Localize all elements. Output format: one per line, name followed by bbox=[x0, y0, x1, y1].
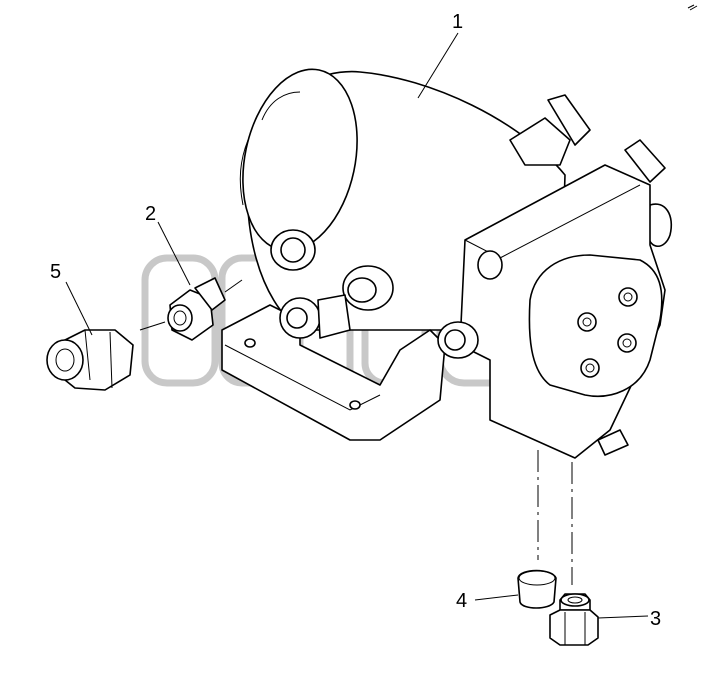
callout-1: 1 bbox=[452, 11, 463, 33]
callout-3: 3 bbox=[650, 608, 661, 630]
corner-mark bbox=[687, 4, 698, 11]
fitting-part-2 bbox=[167, 277, 226, 341]
callout-5: 5 bbox=[50, 261, 61, 283]
fitting-part-3 bbox=[549, 593, 599, 646]
elbow-nut-part-5 bbox=[46, 329, 134, 391]
callout-2: 2 bbox=[145, 203, 156, 225]
callout-4: 4 bbox=[456, 590, 467, 612]
filter-assembly bbox=[221, 68, 672, 459]
cap-part-4 bbox=[517, 569, 557, 609]
